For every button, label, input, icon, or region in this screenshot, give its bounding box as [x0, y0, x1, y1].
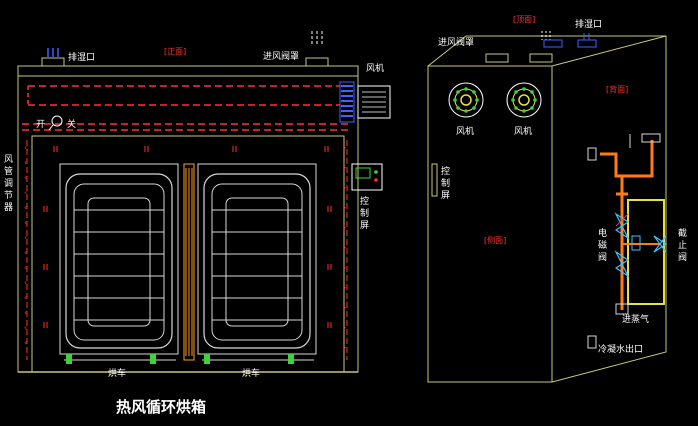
svg-text:›: › [343, 283, 346, 292]
front-view-label: [正面] [164, 47, 186, 56]
svg-text:‹: ‹ [24, 263, 27, 272]
duct-regulator-column: ‹ ‹ ‹ ‹ ‹ ‹ ‹ ‹ ‹ ‹ ‹ ‹ ‹ ‹ [24, 140, 28, 360]
filter-icon [631, 235, 641, 251]
solenoid-label-2: 磁 [598, 239, 607, 251]
svg-text:›: › [343, 243, 346, 252]
svg-text:调: 调 [4, 178, 13, 189]
svg-text:‹: ‹ [24, 143, 27, 152]
svg-text:›: › [343, 143, 346, 152]
svg-text:管: 管 [4, 165, 13, 177]
fan-unit-front [339, 81, 391, 123]
side-control-label-2: 制 [441, 177, 450, 189]
side-outline [427, 35, 667, 383]
fan-left-label: 风机 [456, 125, 474, 137]
svg-text:‹: ‹ [24, 308, 27, 317]
wheel-icon [150, 354, 156, 364]
air-duct-top [22, 85, 350, 131]
svg-text:‹: ‹ [24, 233, 27, 242]
side-control-panel [431, 163, 438, 197]
side-inlet-damper-label: 进风阀罩 [438, 37, 474, 48]
svg-text:器: 器 [4, 202, 13, 213]
condensate-outlet-icon [587, 335, 597, 349]
svg-text:›: › [343, 163, 346, 172]
steam-piping [587, 133, 668, 349]
front-view: 排湿口 [正面] 进风阀罩 风机 [4, 31, 391, 379]
svg-text:›: › [343, 343, 346, 352]
switch-close-label: 关 [67, 118, 76, 130]
fan-left-icon [448, 82, 484, 118]
svg-text:‹: ‹ [24, 338, 27, 347]
top-view-label: [顶面] [513, 15, 535, 24]
side-control-label-1: 控 [441, 165, 450, 177]
wheel-icon [288, 354, 294, 364]
svg-text:‹: ‹ [24, 323, 27, 332]
steam-inlet-label: 进蒸气 [622, 313, 649, 325]
diagram-caption: 热风循环烘箱 [116, 398, 206, 416]
side-view: [顶面] 进风阀罩 排湿口 风机 [427, 15, 687, 383]
shutoff-label-3: 阀 [678, 252, 687, 263]
inlet-damper-label: 进风阀罩 [263, 51, 299, 62]
svg-text:‹: ‹ [24, 218, 27, 227]
svg-text:›: › [343, 203, 346, 212]
solenoid-label-3: 阀 [598, 252, 607, 263]
svg-text:‹: ‹ [24, 248, 27, 257]
svg-text:›: › [343, 223, 346, 232]
svg-text:‹: ‹ [24, 158, 27, 167]
switch-knob-icon [51, 115, 63, 127]
side-control-label-3: 屏 [441, 190, 450, 201]
svg-text:风: 风 [4, 154, 13, 165]
control-panel-label-2: 制 [360, 207, 369, 219]
svg-text:‹: ‹ [24, 203, 27, 212]
trolley-left [59, 163, 179, 364]
fan-right-label: 风机 [514, 125, 532, 137]
svg-text:节: 节 [4, 190, 13, 201]
inlet-damper-front [305, 31, 329, 67]
switch-open-label: 开 [36, 119, 45, 130]
condensate-outlet-label: 冷凝水出口 [598, 343, 643, 355]
trolley-right-label: 烘车 [242, 367, 260, 379]
svg-text:›: › [343, 303, 346, 312]
control-panel-label-3: 屏 [360, 220, 369, 231]
right-air-column: › › › › › › › › › › › [343, 140, 348, 360]
control-panel-front [351, 163, 383, 191]
solenoid-label-1: 电 [598, 227, 607, 239]
valve-icon [614, 250, 630, 278]
exhaust-port-label: 排湿口 [68, 51, 95, 63]
solenoid-valve-icon [614, 212, 630, 240]
wheel-icon [66, 354, 72, 364]
heater-marks [43, 146, 332, 328]
svg-text:‹: ‹ [24, 278, 27, 287]
svg-text:›: › [343, 323, 346, 332]
center-heater [183, 163, 195, 361]
wheel-icon [204, 354, 210, 364]
fan-right-icon [506, 82, 542, 118]
back-view-label: [背面] [606, 84, 628, 94]
exhaust-port-front [41, 48, 65, 67]
control-panel-label-1: 控 [360, 195, 369, 207]
trolley-right [197, 163, 317, 364]
roof-band [17, 65, 359, 77]
shutoff-label-2: 止 [678, 239, 687, 251]
shutoff-label-1: 截 [678, 227, 687, 239]
side-exhaust-port-label: 排湿口 [575, 18, 602, 30]
trolley-left-label: 烘车 [108, 367, 126, 379]
svg-text:‹: ‹ [24, 173, 27, 182]
fan-label-front: 风机 [366, 62, 384, 74]
side-front-face [427, 65, 553, 383]
svg-text:‹: ‹ [24, 293, 27, 302]
top-dampers [485, 31, 597, 63]
svg-text:‹: ‹ [24, 188, 27, 197]
svg-text:›: › [343, 183, 346, 192]
duct-regulator-label: 风 管 调 节 器 [4, 154, 13, 213]
svg-text:›: › [343, 263, 346, 272]
side-view-label: [侧面] [484, 235, 506, 245]
